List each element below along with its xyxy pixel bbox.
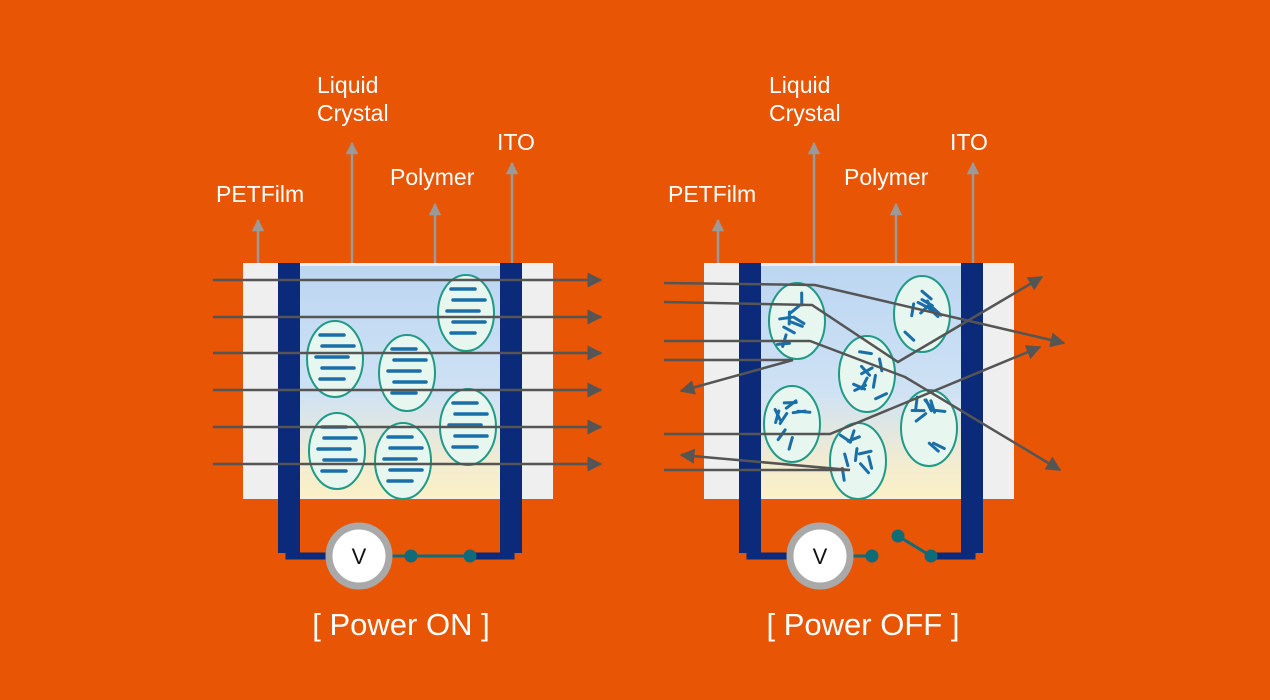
lc-molecule <box>778 411 789 425</box>
lc-molecule <box>853 383 868 392</box>
lc-molecule <box>796 409 812 414</box>
ito-electrode-left <box>739 263 761 553</box>
liquid-crystal-label-line1: Liquid <box>317 72 378 98</box>
lc-droplet <box>838 335 896 413</box>
droplet-shell <box>374 422 432 500</box>
lc-molecule <box>787 436 794 451</box>
lc-droplet <box>378 334 436 412</box>
lc-molecule <box>853 447 859 463</box>
lc-molecule <box>784 399 798 410</box>
lc-droplet <box>437 274 495 352</box>
voltmeter-label: V <box>352 544 367 569</box>
lc-droplet <box>308 412 366 490</box>
voltmeter <box>325 522 393 590</box>
switch-node-lever <box>891 529 905 543</box>
switch-node-right <box>924 549 938 563</box>
circuit-off: V <box>746 522 976 590</box>
polymer-label: Polymer <box>844 164 929 190</box>
lc-molecule <box>859 462 871 475</box>
liquid-crystal-label-line1: Liquid <box>769 72 830 98</box>
lc-droplet <box>374 422 432 500</box>
lc-molecule <box>914 412 928 423</box>
lc-molecule <box>792 315 806 325</box>
lc-molecule <box>929 399 937 414</box>
droplet-shell <box>308 412 366 490</box>
lc-molecule <box>789 320 804 328</box>
panel-power-on: PETFilm Liquid Crystal Polymer ITO <box>213 72 603 642</box>
circuit-wire-left <box>746 552 794 560</box>
lc-droplet <box>763 385 821 463</box>
lc-molecule <box>778 315 794 321</box>
lc-molecule <box>858 350 873 356</box>
light-ray <box>664 448 851 472</box>
voltmeter <box>786 522 854 590</box>
panel-power-off: PETFilm Liquid Crystal Polymer ITO V <box>663 72 1066 642</box>
pet-film-label: PETFilm <box>668 181 756 207</box>
switch-node-left <box>404 549 418 563</box>
voltmeter-label: V <box>813 544 828 569</box>
droplet-shell <box>763 385 821 463</box>
circuit-wire-right <box>931 552 976 560</box>
light-ray <box>664 339 1062 472</box>
lc-molecule <box>838 433 852 444</box>
lc-molecule <box>867 455 874 470</box>
droplet-shell <box>829 422 887 500</box>
lc-molecule <box>848 429 856 444</box>
ito-electrode-right <box>961 263 983 553</box>
light-ray <box>664 345 1042 436</box>
lc-molecule <box>843 452 850 468</box>
ito-label: ITO <box>950 129 988 155</box>
light-rays-scattered <box>663 275 1066 472</box>
droplet-shell <box>378 334 436 412</box>
lc-droplet <box>829 422 887 500</box>
lc-molecule <box>927 441 940 453</box>
caption-power-on: [ Power ON ] <box>312 607 489 642</box>
lc-droplet <box>768 282 826 360</box>
droplet-shell <box>306 320 364 398</box>
light-ray <box>664 358 794 395</box>
lc-molecule <box>924 398 933 413</box>
lc-molecule <box>920 289 933 301</box>
light-ray <box>663 281 1066 348</box>
liquid-crystal-label-line2: Crystal <box>769 100 841 126</box>
light-rays-transmitted <box>213 272 603 472</box>
lc-molecule <box>782 325 796 335</box>
lc-molecule <box>776 341 791 346</box>
droplet-shell <box>437 274 495 352</box>
lc-molecule <box>874 392 888 401</box>
light-ray <box>663 275 1044 364</box>
lc-molecule <box>910 302 916 318</box>
droplet-shell <box>768 282 826 360</box>
switch-node-right <box>463 549 477 563</box>
droplets-random <box>763 275 958 500</box>
ito-electrode-right <box>500 263 522 553</box>
lc-droplet <box>306 320 364 398</box>
lc-molecule <box>859 364 872 377</box>
ito-label: ITO <box>497 129 535 155</box>
pet-film-label: PETFilm <box>216 181 304 207</box>
liquid-crystal-label-line2: Crystal <box>317 100 389 126</box>
switch-node-left <box>865 549 879 563</box>
caption-power-off: [ Power OFF ] <box>767 607 960 642</box>
circuit-on: V <box>285 522 515 590</box>
circuit-wire-left <box>285 552 333 560</box>
lc-molecule <box>932 441 946 450</box>
lc-molecule <box>774 409 781 424</box>
lc-droplet <box>893 275 951 353</box>
lc-molecule <box>919 303 931 315</box>
lc-molecule <box>903 330 916 342</box>
circuit-wire-right <box>470 552 515 560</box>
lc-molecule <box>857 449 873 456</box>
lc-droplet <box>900 389 958 467</box>
lc-molecule <box>788 304 801 316</box>
polymer-label: Polymer <box>390 164 475 190</box>
ito-electrode-left <box>278 263 300 553</box>
lc-molecule <box>871 373 877 389</box>
